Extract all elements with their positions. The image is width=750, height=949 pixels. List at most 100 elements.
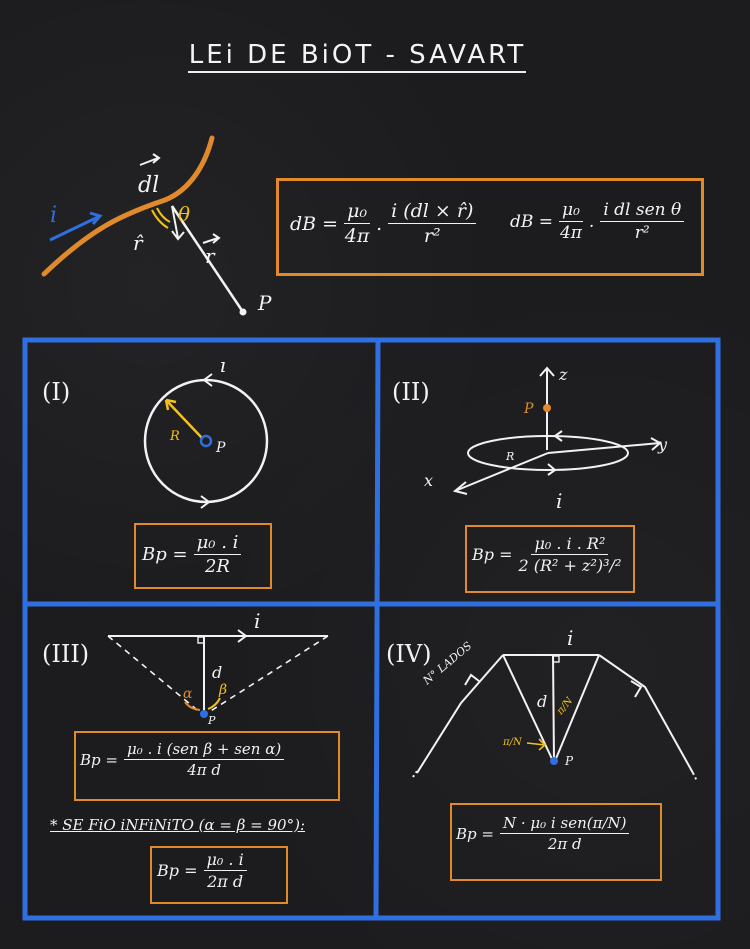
case-iii-formula-box <box>74 731 340 801</box>
case-iii-formula: Bp = μ₀ . i (sen β + sen α)4π d <box>80 740 285 779</box>
x-axis <box>454 452 549 492</box>
y-axis-arrowhead <box>650 437 662 451</box>
z-axis-arrowhead <box>539 366 555 377</box>
case-ii-point-label: P <box>523 401 534 417</box>
biot-savart-wire-diagram: i dl P r̂ r θ <box>41 135 272 316</box>
x-axis-arrowhead <box>452 481 468 495</box>
apothem <box>552 654 555 762</box>
case-iii-current-label: i <box>254 610 260 633</box>
beta-arc <box>207 697 221 710</box>
angle-arrow <box>526 738 547 751</box>
current-label: i <box>50 203 57 228</box>
case-ii-radius-label: R <box>505 450 514 463</box>
case-iii-point-dot <box>200 710 208 718</box>
case-i-loop-diagram: R P i <box>143 360 269 509</box>
case-i-formula-box <box>134 523 272 589</box>
polygon-left-side <box>416 654 504 774</box>
case-iii-label: (III) <box>42 640 90 668</box>
r-hat-arrow <box>171 205 185 241</box>
infinite-wire-formula-box <box>150 846 288 904</box>
loop-arrow-bottom <box>547 463 557 476</box>
angle-label-1: π/N <box>554 695 576 718</box>
case-ii-formula-lhs: Bp = <box>472 545 513 564</box>
polygon-right-side <box>598 654 694 774</box>
r-vector-label: r <box>205 244 216 268</box>
dashed-right-line <box>205 635 329 715</box>
center-point <box>199 434 213 448</box>
angle-label-2: π/N <box>502 737 523 748</box>
case-iv-current-label: i <box>567 626 573 650</box>
dashed-left-line <box>107 635 203 715</box>
loop-arrow-top <box>553 430 563 442</box>
y-axis-label: y <box>657 435 668 454</box>
circular-loop <box>143 378 269 504</box>
z-axis-label: z <box>558 365 568 384</box>
case-i-current-label: i <box>220 360 226 377</box>
polygon-right-dash <box>692 772 698 782</box>
eq1-term: i (dl × r̂)r² <box>388 200 477 247</box>
title-underline <box>188 71 526 73</box>
theta-arc-2 <box>151 209 169 229</box>
current-arrow <box>49 215 99 242</box>
case-ii-label: (II) <box>392 378 430 406</box>
current-arrowhead <box>89 211 103 225</box>
case-iii-wire-segment-diagram: i d α β P <box>107 610 329 725</box>
case-ii-loop-axis-diagram: z P y x R i <box>424 365 668 513</box>
current-wire <box>41 135 215 277</box>
wire-current-arrow <box>237 629 248 643</box>
alpha-arc <box>184 701 201 711</box>
case-iii-formula-fraction: μ₀ . i (sen β + sen α)4π d <box>123 740 285 779</box>
case-ii-point-dot <box>543 404 551 412</box>
theta-arc <box>156 207 171 223</box>
biot-savart-formula-box <box>276 178 704 276</box>
x-axis-label: x <box>424 471 433 490</box>
cases-vertical-divider <box>373 339 381 919</box>
case-iv-formula-box <box>450 803 662 881</box>
sides-count-label: N° LADOS <box>420 639 475 688</box>
r-vector-line <box>170 205 245 313</box>
beta-label: β <box>218 682 227 698</box>
dl-arrow-mark <box>139 153 161 166</box>
case-iv-right-angle-mark <box>552 655 560 663</box>
radius-arrowhead <box>164 398 177 411</box>
case-iv-polygon-diagram: N° LADOS i d π/N π/N P <box>412 626 698 782</box>
alpha-label: α <box>183 686 193 702</box>
case-ii-formula-box <box>465 525 635 593</box>
case-iv-formula-fraction: N · μ₀ i sen(π/N)2π d <box>499 814 630 853</box>
case-i-formula-lhs: Bp = <box>142 544 188 565</box>
right-angle-mark <box>197 636 205 644</box>
case-i-label: (I) <box>42 378 71 406</box>
point-p-dot <box>239 308 247 316</box>
infinite-wire-note: * SE FiO iNFiNiTO (α = β = 90°): <box>50 816 306 834</box>
case-ii-current-label: i <box>556 489 562 513</box>
y-axis <box>547 442 661 454</box>
case-iv-formula-lhs: Bp = <box>456 824 494 843</box>
case-i-point-label: P <box>215 440 226 456</box>
case-iii-d-label: d <box>212 663 222 682</box>
case-iii-formula-lhs: Bp = <box>80 750 118 769</box>
polygon-left-dash <box>412 770 418 778</box>
dl-label: dl <box>138 173 159 198</box>
radius-line <box>165 399 203 439</box>
right-side-arrow <box>630 680 643 698</box>
theta-label: θ <box>178 202 190 226</box>
triangle-right <box>554 654 600 762</box>
left-side-arrow <box>464 673 480 686</box>
radius-label: R <box>169 429 180 444</box>
r-vector-arrow-mark <box>202 233 221 244</box>
r-hat-label: r̂ <box>133 231 144 255</box>
loop-arrow-bottom <box>200 495 211 509</box>
triangle-left <box>502 654 554 762</box>
case-iii-point-label: P <box>207 714 216 725</box>
case-iv-point-label: P <box>564 754 574 768</box>
